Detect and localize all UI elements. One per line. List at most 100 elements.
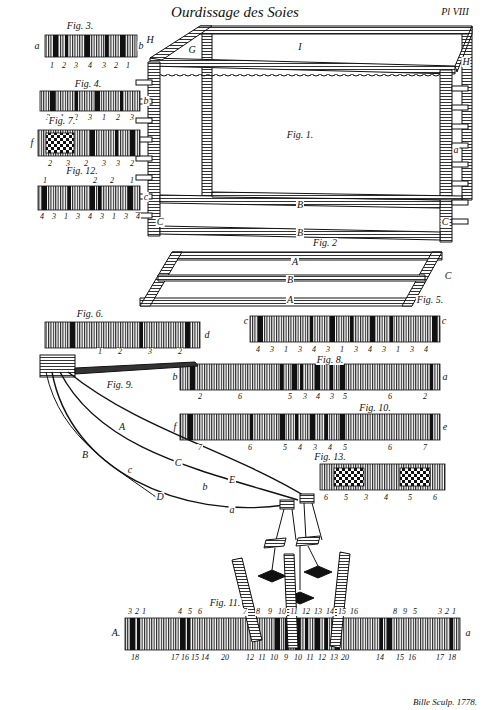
callout-number: 8 xyxy=(255,608,261,616)
band-stripe xyxy=(68,186,71,210)
callout-number: 9 xyxy=(402,608,408,616)
engraved-stroke xyxy=(75,362,198,374)
engraved-stroke xyxy=(400,468,430,486)
callout-number: 4 xyxy=(135,213,141,221)
band-stripe xyxy=(430,414,433,440)
callout-number: 17 xyxy=(170,654,180,662)
band-stripe xyxy=(310,316,313,342)
callout-number: 3 xyxy=(127,608,133,616)
band-stripe xyxy=(95,91,100,111)
band-stripe xyxy=(190,364,195,390)
callout-number: 14 xyxy=(200,654,210,662)
band-stripe xyxy=(430,364,433,390)
fig1-frame xyxy=(148,26,472,242)
callout-number: 20 xyxy=(220,654,230,662)
callout-letter: c xyxy=(243,316,249,326)
engraved-stroke xyxy=(440,70,452,242)
callout-letter: Bille Sculp. 1778. xyxy=(412,698,478,707)
callout-number: 13 xyxy=(329,654,339,662)
callout-number: 3 xyxy=(381,346,387,354)
callout-letter: B xyxy=(296,228,304,238)
callout-letter: Pl VIII xyxy=(440,7,470,17)
ladder-rung xyxy=(452,124,468,129)
engraved-stroke xyxy=(200,26,472,34)
callout-number: 2 xyxy=(92,177,98,185)
callout-letter: a xyxy=(34,41,41,51)
engraved-stroke xyxy=(172,252,442,260)
callout-number: 4 xyxy=(311,346,317,354)
figure-label: Fig. 2 xyxy=(312,238,338,248)
ladder-rung xyxy=(452,200,468,205)
band-stripe xyxy=(140,322,143,348)
engraved-stroke xyxy=(150,58,455,74)
callout-number: 4 xyxy=(315,393,321,401)
callout-number: 5 xyxy=(342,393,348,401)
band-stripe xyxy=(325,618,328,650)
figure-label: Fig. 11. xyxy=(209,598,242,608)
callout-number: 6 xyxy=(237,393,243,401)
callout-number: 2 xyxy=(117,348,123,356)
callout-number: 1 xyxy=(395,346,401,354)
callout-number: 3 xyxy=(353,346,359,354)
callout-letter: B xyxy=(81,450,89,460)
callout-letter: c xyxy=(127,465,133,475)
callout-number: 1 xyxy=(283,346,289,354)
callout-number: 5 xyxy=(412,608,418,616)
ladder-rung xyxy=(452,162,468,167)
band-stripe xyxy=(120,91,123,111)
callout-number: 2 xyxy=(134,608,140,616)
callout-number: 1 xyxy=(129,177,135,185)
band-stripe xyxy=(90,186,95,210)
callout-number: 1 xyxy=(49,62,55,70)
band-stripe xyxy=(300,364,303,390)
callout-number: 3 xyxy=(51,213,57,221)
band-stripe xyxy=(280,364,283,390)
engraved-stroke xyxy=(68,372,308,498)
callout-number: 6 xyxy=(323,494,329,502)
callout-number: 16 xyxy=(407,654,417,662)
callout-letter: C xyxy=(156,217,165,227)
callout-number: 16 xyxy=(180,654,190,662)
band-stripe xyxy=(340,364,345,390)
fig2-frame xyxy=(140,252,442,306)
band-stripe xyxy=(432,316,437,342)
band-stripe xyxy=(65,35,68,57)
callout-letter: H xyxy=(461,57,470,67)
callout-number: 10 xyxy=(293,654,303,662)
callout-number: 4 xyxy=(87,213,93,221)
engraved-stroke xyxy=(38,130,140,156)
callout-number: 3 xyxy=(101,62,107,70)
callout-letter: I xyxy=(297,42,302,52)
callout-number: 10 xyxy=(277,608,287,616)
engraved-stroke xyxy=(150,26,212,60)
callout-number: 3 xyxy=(437,608,443,616)
ladder-rung xyxy=(136,118,152,123)
engraved-stroke xyxy=(202,34,212,196)
band-stripe xyxy=(75,91,78,111)
engraved-stroke xyxy=(330,552,350,648)
callout-number: 9 xyxy=(283,654,289,662)
plate-title: Ourdissage des Soies xyxy=(170,5,300,20)
fig1-ladder-rungs xyxy=(136,80,468,224)
callout-number: 7 xyxy=(242,608,248,616)
callout-number: 2 xyxy=(197,393,203,401)
band-stripe xyxy=(280,414,285,440)
engraved-stroke xyxy=(296,536,320,546)
band-stripe xyxy=(275,618,280,650)
ladder-rung xyxy=(136,156,152,161)
callout-number: 3 xyxy=(147,348,153,356)
callout-number: 10 xyxy=(269,654,279,662)
callout-letter: D xyxy=(155,492,164,502)
callout-letter: H xyxy=(145,35,154,45)
engraved-stroke xyxy=(46,133,74,153)
callout-number: 2 xyxy=(109,177,115,185)
band-dark-stripes xyxy=(42,35,453,650)
engraved-stroke xyxy=(304,566,332,578)
band-stripe xyxy=(325,414,328,440)
callout-number: 1 xyxy=(111,213,117,221)
callout-number: 1 xyxy=(339,346,345,354)
figure-label: Fig. 6. xyxy=(76,309,104,319)
band-stripe xyxy=(120,35,125,57)
band-stripe xyxy=(315,618,320,650)
band-stripe xyxy=(185,322,190,348)
